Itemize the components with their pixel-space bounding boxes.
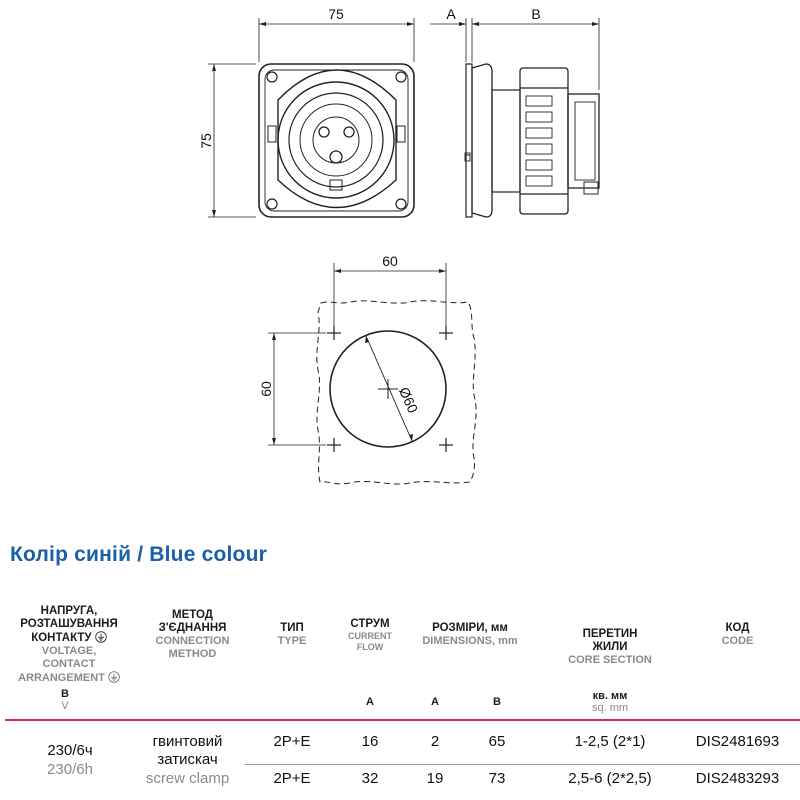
- section-title: Колір синій / Blue colour: [10, 543, 267, 566]
- row-divider: [245, 764, 800, 765]
- row-1-type: 2P+E: [273, 733, 311, 750]
- header-dimensions: РОЗМІРИ, мм DIMENSIONS, mm: [405, 622, 535, 648]
- header-method: МЕТОД З'ЄДНАННЯ CONNECTION METHOD: [140, 609, 245, 661]
- header-voltage: НАПРУГА, РОЗТАШУВАННЯ КОНТАКТУ VOLTAGE, …: [5, 605, 133, 685]
- row-1-code: DIS2481693: [695, 733, 780, 750]
- row-1-dim-a: 2: [430, 733, 440, 750]
- side-view: [430, 18, 600, 218]
- unit-core-en: sq. mm: [591, 702, 629, 714]
- header-current-en-1: CURRENT: [348, 631, 392, 641]
- header-voltage-en-3: ARRANGEMENT: [18, 672, 105, 684]
- header-voltage-ua-2: РОЗТАШУВАННЯ: [20, 618, 118, 630]
- header-type-ua: ТИП: [280, 622, 304, 634]
- header-voltage-ua-1: НАПРУГА,: [40, 605, 98, 617]
- ground-icon: [108, 671, 120, 683]
- header-core-ua-2: ЖИЛИ: [592, 641, 628, 653]
- header-code-ua: КОД: [725, 622, 750, 634]
- row-1-dim-b: 65: [488, 733, 506, 750]
- header-voltage-en-3-line: ARRANGEMENT: [5, 671, 133, 685]
- header-method-ua-2: З'ЄДНАННЯ: [158, 622, 227, 634]
- unit-dim-b: B: [493, 696, 501, 708]
- row-1-core: 1-2,5 (2*1): [574, 733, 646, 750]
- unit-voltage-en: V: [61, 700, 69, 712]
- header-method-en-1: CONNECTION: [155, 635, 230, 647]
- header-voltage-ua-3-line: КОНТАКТУ: [5, 631, 133, 645]
- unit-core-ua: кв. мм: [592, 690, 628, 702]
- header-code-en: CODE: [721, 635, 754, 647]
- header-current-en-2: FLOW: [356, 642, 384, 652]
- header-dimensions-en: DIMENSIONS, mm: [422, 635, 518, 647]
- row-2-type: 2P+E: [273, 770, 311, 787]
- header-current-ua: СТРУМ: [350, 618, 390, 630]
- header-method-en-2: METHOD: [168, 648, 217, 660]
- header-type-en: TYPE: [277, 635, 307, 647]
- row-1-current: 16: [361, 733, 379, 750]
- header-voltage-en-1: VOLTAGE,: [41, 645, 97, 657]
- row-2-dim-b: 73: [488, 770, 506, 787]
- dim-a-label: A: [446, 6, 456, 22]
- method-value-ua: гвинтовий затискач: [130, 733, 245, 769]
- dim-height-label: 75: [198, 133, 214, 149]
- method-value-ua-2: затискач: [157, 751, 218, 768]
- method-value-ua-1: гвинтовий: [152, 733, 223, 750]
- cutout-diameter-label: Ø60: [396, 385, 421, 416]
- header-voltage-ua-3: КОНТАКТУ: [31, 632, 92, 644]
- dim-b-label: B: [531, 6, 540, 22]
- header-current: СТРУМ CURRENT FLOW: [335, 618, 405, 653]
- unit-current: A: [366, 696, 374, 708]
- header-dimensions-ua: РОЗМІРИ, мм: [432, 622, 508, 634]
- header-core-section: ПЕРЕТИН ЖИЛИ CORE SECTION: [540, 628, 680, 667]
- unit-dim-a: A: [431, 696, 439, 708]
- row-2-dim-a: 19: [426, 770, 444, 787]
- method-value-en: screw clamp: [145, 770, 230, 787]
- header-method-ua-1: МЕТОД: [172, 609, 213, 621]
- front-view: [208, 18, 415, 218]
- row-2-current: 32: [361, 770, 379, 787]
- voltage-value-ua: 230/6ч: [47, 742, 93, 759]
- header-voltage-en-2: CONTACT: [42, 658, 96, 670]
- table-header-separator: [5, 719, 800, 721]
- voltage-value-en: 230/6h: [47, 761, 93, 778]
- dim-width-label: 75: [328, 6, 344, 22]
- unit-voltage-ua: В: [61, 688, 69, 700]
- technical-drawing: 75 75 A B 60 60 Ø60: [198, 6, 600, 485]
- header-code: КОД CODE: [700, 622, 775, 648]
- row-2-code: DIS2483293: [695, 770, 780, 787]
- unit-voltage: В V: [45, 688, 85, 712]
- ground-icon: [95, 631, 107, 643]
- cutout-height-label: 60: [258, 381, 274, 397]
- unit-core: кв. мм sq. mm: [560, 690, 660, 714]
- cutout-width-label: 60: [382, 253, 398, 269]
- header-core-ua-1: ПЕРЕТИН: [582, 628, 638, 640]
- row-2-core: 2,5-6 (2*2,5): [568, 770, 652, 787]
- header-core-en: CORE SECTION: [568, 654, 652, 666]
- cutout-template: [268, 263, 477, 485]
- header-type: ТИП TYPE: [262, 622, 322, 648]
